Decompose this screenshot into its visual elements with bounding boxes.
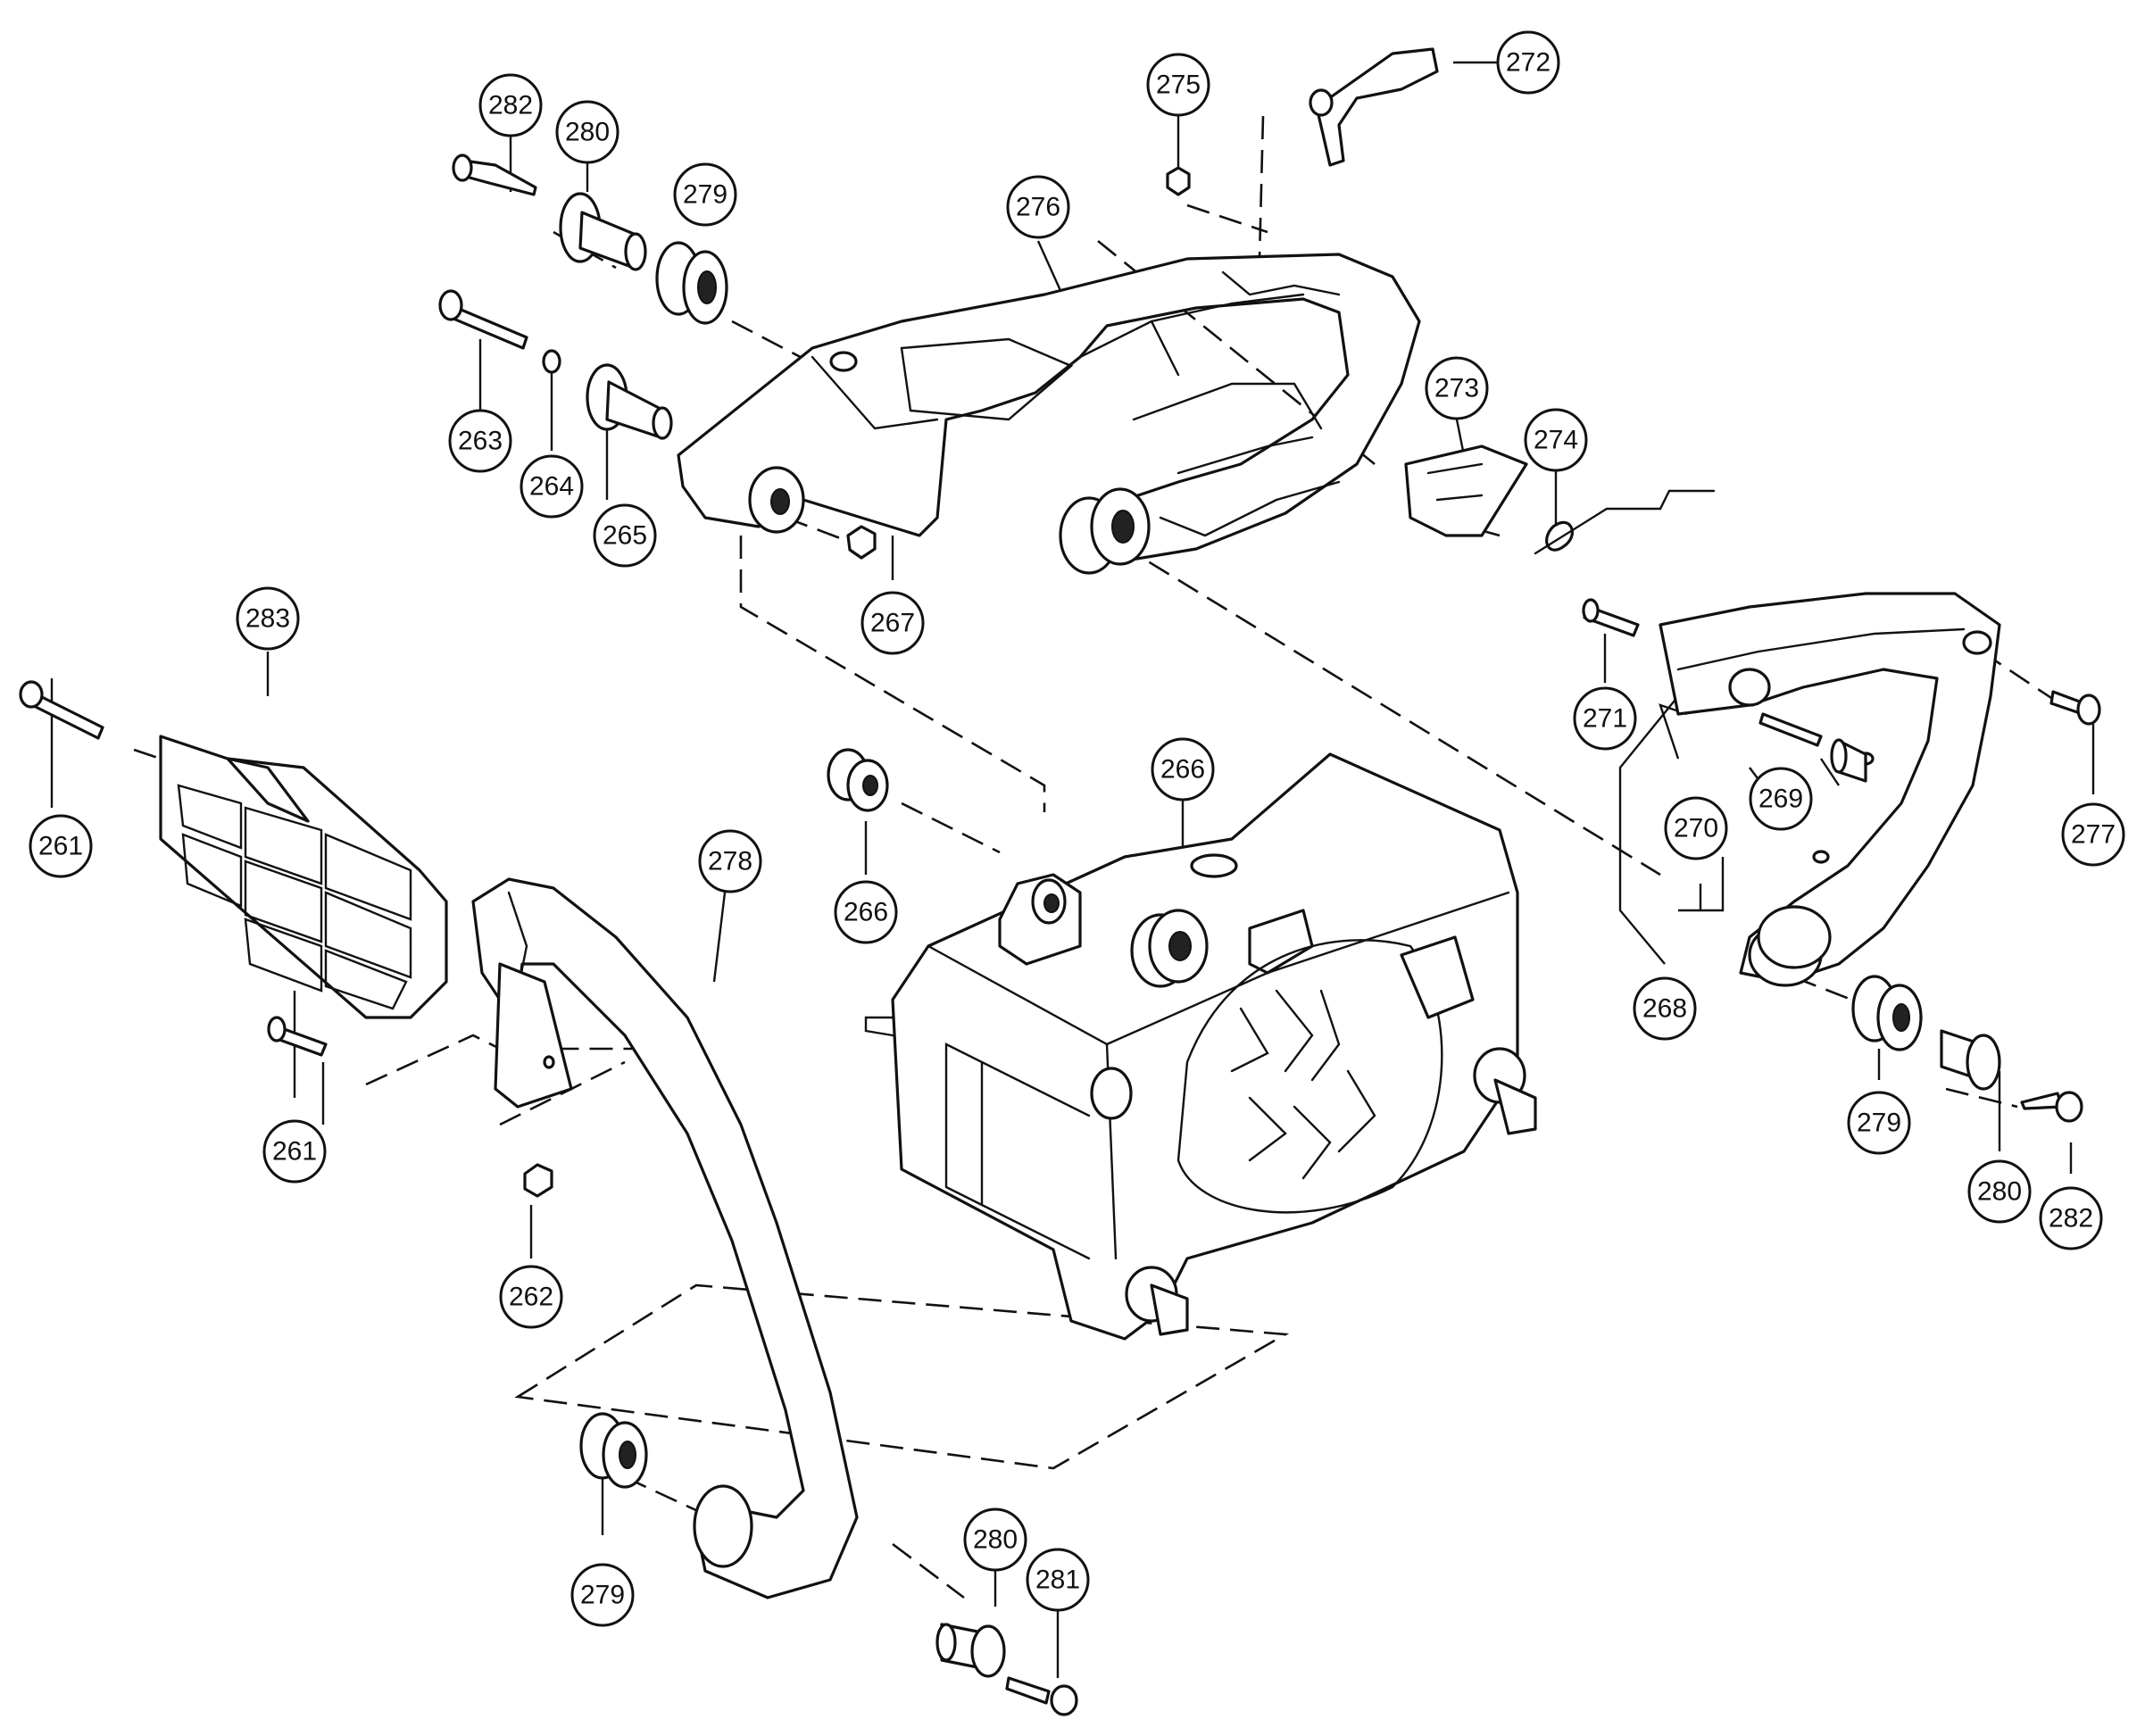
- trigger-lockout-272: [1309, 47, 1439, 167]
- screw-282-right: [2020, 1091, 2083, 1123]
- callout-label: 265: [603, 521, 647, 551]
- collar-280-top: [559, 192, 647, 271]
- callout-272: 272: [1496, 30, 1560, 95]
- front-handle-278: [471, 877, 859, 1599]
- callout-274: 274: [1524, 408, 1588, 472]
- callout-label: 269: [1758, 785, 1803, 814]
- callout-266-left: 266: [834, 880, 898, 944]
- callout-label: 281: [1035, 1566, 1080, 1595]
- callout-261-bottom: 261: [262, 1119, 327, 1184]
- spring-274: [1534, 489, 1716, 555]
- callout-271: 271: [1573, 686, 1637, 751]
- callout-label: 266: [1160, 755, 1205, 785]
- callout-label: 282: [488, 91, 533, 120]
- screw-270: [1758, 712, 1823, 747]
- callout-278: 278: [698, 829, 762, 893]
- callout-label: 276: [1016, 193, 1060, 222]
- callout-261-top: 261: [29, 814, 93, 878]
- callout-label: 278: [708, 847, 752, 876]
- callout-label: 263: [458, 427, 503, 456]
- callout-label: 268: [1642, 994, 1687, 1024]
- callout-280-bottom: 280: [963, 1508, 1027, 1572]
- screw-282-top: [452, 154, 537, 196]
- bolt-261-bottom: [267, 1016, 328, 1057]
- bolt-263: [438, 289, 528, 350]
- callout-269: 269: [1749, 767, 1813, 831]
- callout-label: 279: [580, 1581, 625, 1610]
- callout-label: 280: [1977, 1177, 2022, 1207]
- bolt-271: [1582, 598, 1640, 637]
- handle-bracket-268: [1659, 592, 2001, 987]
- bolt-261-top: [19, 680, 104, 740]
- callout-273: 273: [1425, 356, 1489, 420]
- rear-handle-276: [677, 253, 1421, 575]
- nut-262: [523, 1163, 553, 1198]
- nut-267: [846, 525, 877, 560]
- callout-280-right: 280: [1967, 1159, 2032, 1224]
- collar-265: [586, 363, 673, 440]
- callout-268: 268: [1633, 976, 1697, 1041]
- chain-guard-283: [159, 735, 448, 1019]
- callout-276: 276: [1006, 175, 1070, 239]
- collar-280-bottom: [935, 1623, 1006, 1678]
- callout-label: 274: [1534, 426, 1578, 455]
- collar-280-right: [1940, 1029, 2001, 1091]
- callout-label: 277: [2071, 820, 2116, 850]
- callout-279-right: 279: [1847, 1091, 1911, 1155]
- callout-label: 279: [683, 180, 727, 210]
- screw-277: [2049, 690, 2101, 726]
- callout-283: 283: [236, 586, 300, 651]
- callout-label: 280: [973, 1525, 1018, 1555]
- throttle-trigger-273: [1404, 444, 1528, 537]
- callout-265: 265: [593, 503, 657, 568]
- callout-label: 279: [1857, 1109, 1901, 1138]
- grommet-266-center: [1130, 909, 1209, 988]
- callout-275: 275: [1146, 53, 1210, 117]
- callout-277: 277: [2061, 802, 2125, 867]
- callout-label: 272: [1506, 48, 1551, 78]
- callout-label: 280: [565, 118, 610, 147]
- callout-267: 267: [860, 591, 925, 655]
- callout-262: 262: [499, 1265, 563, 1329]
- grommet-279-bottom: [579, 1412, 648, 1489]
- grommet-266-left: [827, 748, 889, 812]
- callout-266-center: 266: [1151, 737, 1215, 802]
- grommet-279-top: [655, 241, 728, 325]
- callout-label: 261: [38, 832, 83, 861]
- callout-label: 273: [1434, 374, 1479, 403]
- callout-263: 263: [448, 409, 512, 473]
- callout-label: 266: [844, 898, 888, 927]
- grommet-279-right: [1851, 975, 1923, 1051]
- callout-264: 264: [520, 454, 584, 519]
- callout-label: 261: [272, 1137, 317, 1167]
- callout-280-top: 280: [555, 100, 619, 164]
- callout-279-bottom: 279: [570, 1563, 635, 1627]
- callout-label: 262: [509, 1283, 553, 1312]
- callout-270: 270: [1664, 796, 1728, 860]
- callout-label: 270: [1674, 814, 1718, 843]
- callout-282-top: 282: [478, 73, 543, 137]
- callout-282-right: 282: [2039, 1186, 2103, 1250]
- collar-269: [1830, 738, 1867, 783]
- callout-279-top: 279: [673, 162, 737, 227]
- nut-275: [1166, 166, 1191, 196]
- washer-264: [542, 349, 561, 374]
- callout-label: 267: [870, 609, 915, 638]
- screw-281: [1005, 1676, 1078, 1716]
- callout-label: 283: [245, 604, 290, 634]
- callout-label: 264: [529, 472, 574, 502]
- callout-label: 275: [1156, 71, 1201, 100]
- callout-label: 282: [2049, 1204, 2093, 1233]
- callout-281: 281: [1026, 1548, 1090, 1612]
- callout-label: 271: [1583, 704, 1627, 734]
- crankcase: [864, 752, 1537, 1341]
